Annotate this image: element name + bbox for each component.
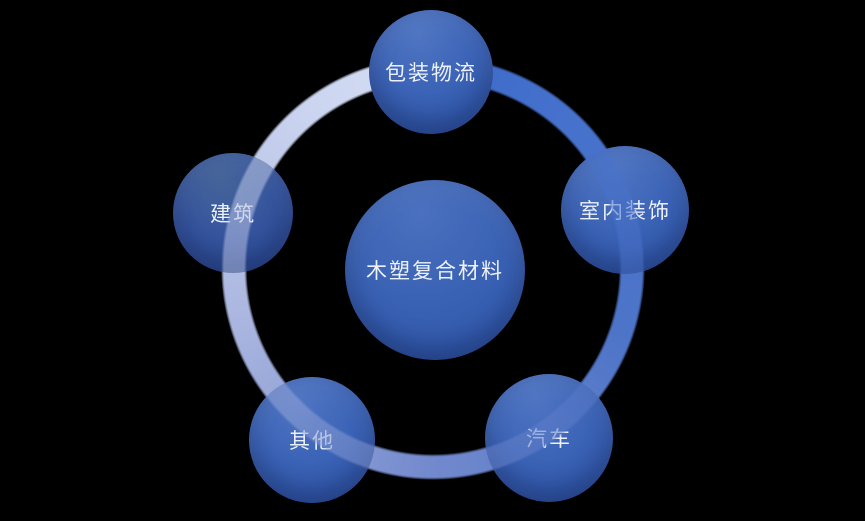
node-packaging-logistics: 包装物流 (369, 10, 493, 134)
node-label: 包装物流 (385, 62, 477, 85)
